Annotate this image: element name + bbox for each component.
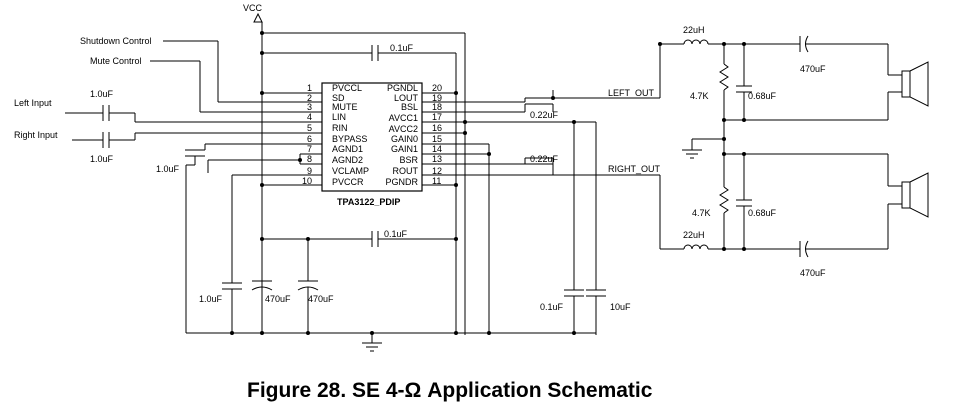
res-right-label: 4.7K [692, 208, 711, 218]
bsl-capacitor: 0.22uF [524, 90, 660, 120]
cap-mid-label: 0.1uF [384, 229, 408, 239]
pin-num-18: 18 [432, 102, 442, 112]
pin-num-13: 13 [432, 154, 442, 164]
left-input-label: Left Input [14, 98, 52, 108]
pin-num-20: 20 [432, 83, 442, 93]
cap-snub-right-label: 0.68uF [748, 208, 777, 218]
speaker-left-icon [901, 61, 929, 107]
left-out-label: LEFT_OUT [608, 88, 655, 98]
agnd-wires [207, 154, 302, 283]
cap-avcc-bulk-label: 10uF [610, 302, 631, 312]
figure-caption: Figure 28. SE 4-Ω Application Schematic [247, 379, 653, 402]
cap-bsl-label: 0.22uF [530, 110, 559, 120]
shutdown-label: Shutdown Control [80, 36, 152, 46]
pin-name-2: SD [332, 93, 345, 103]
output-left: 22uH 470uF 4.7K 0.68uF [658, 25, 929, 122]
pin-num-10: 10 [302, 176, 312, 186]
pin-name-3: MUTE [332, 102, 358, 112]
pin-name-9: VCLAMP [332, 166, 369, 176]
capacitor-mid: 0.1uF [260, 229, 458, 247]
pin-name-1: PVCCL [332, 83, 362, 93]
pin-num-5: 5 [307, 123, 312, 133]
cap-vclamp-label: 1.0uF [199, 294, 223, 304]
pin-num-11: 11 [432, 176, 441, 186]
output-right: 4.7K 0.68uF 22uH 470uF [659, 152, 929, 278]
right-input-label: Right Input [14, 130, 58, 140]
inductor-left-icon [683, 39, 709, 45]
pin-name-10: PVCCR [332, 177, 364, 187]
resistor-left-icon [719, 63, 729, 91]
pin-num-14: 14 [432, 144, 442, 154]
control-lines: Shutdown Control Mute Control [80, 36, 300, 113]
res-left-label: 4.7K [690, 91, 709, 101]
pin-name-13: BSR [399, 155, 418, 165]
cap-out-left-label: 470uF [800, 64, 826, 74]
cap-top-label: 0.1uF [390, 43, 414, 53]
cap-bsr-label: 0.22uF [530, 154, 559, 164]
pin-num-3: 3 [307, 102, 312, 112]
pin-num-12: 12 [432, 166, 442, 176]
cap-out-right-label: 470uF [800, 268, 826, 278]
resistor-right-icon [719, 186, 729, 214]
pin-num-7: 7 [307, 144, 312, 154]
pin-name-16: AVCC2 [389, 124, 418, 134]
speaker-right-icon [901, 172, 929, 218]
bottom-capacitors: 1.0uF 470uF 470uF 0.1uF 10uF [199, 239, 631, 335]
right-pin-wires [422, 91, 597, 333]
pin-num-6: 6 [307, 134, 312, 144]
pin-name-6: BYPASS [332, 134, 367, 144]
bypass-capacitor: 1.0uF [156, 143, 300, 333]
pin-name-20: PGNDL [387, 83, 418, 93]
right-out-label: RIGHT_OUT [608, 164, 661, 174]
pin-num-2: 2 [307, 93, 312, 103]
pin-name-19: LOUT [394, 93, 419, 103]
pin-name-17: AVCC1 [389, 113, 418, 123]
capacitor-top: 0.1uF [371, 43, 414, 61]
cap-bulk2-label: 470uF [308, 294, 334, 304]
cap-bulk1-label: 470uF [265, 294, 291, 304]
ind-right-label: 22uH [683, 230, 705, 240]
audio-inputs: Left Input 1.0uF Right Input 1.0uF [14, 89, 300, 164]
mute-label: Mute Control [90, 56, 142, 66]
cap-avcc-label: 0.1uF [540, 302, 564, 312]
inductor-right-icon [683, 244, 709, 250]
amplifier-chip: TPA3122_PDIP 1 PVCCL 2 SD 3 MUTE 4 LIN 5… [302, 82, 442, 207]
pin-name-14: GAIN1 [391, 144, 418, 154]
pin-name-7: AGND1 [332, 144, 363, 154]
cap-snub-left-label: 0.68uF [748, 91, 777, 101]
pin-num-1: 1 [307, 83, 312, 93]
pin-name-18: BSL [401, 102, 418, 112]
pin-name-8: AGND2 [332, 155, 363, 165]
vcc-arrow-icon [253, 12, 263, 23]
chip-name: TPA3122_PDIP [337, 197, 400, 207]
pin-num-4: 4 [307, 112, 312, 122]
pin-name-11: PGNDR [385, 177, 418, 187]
output-common-ground [682, 120, 726, 159]
pin-num-8: 8 [307, 154, 312, 164]
pin-name-4: LIN [332, 112, 346, 122]
pin-num-9: 9 [307, 166, 312, 176]
pin-num-15: 15 [432, 134, 442, 144]
ind-left-label: 22uH [683, 25, 705, 35]
pin-name-15: GAIN0 [391, 134, 418, 144]
pin-num-16: 16 [432, 123, 442, 133]
pin-name-12: ROUT [393, 166, 419, 176]
pin-num-17: 17 [432, 112, 442, 122]
pin-name-5: RIN [332, 123, 348, 133]
cap-lin-label: 1.0uF [90, 89, 114, 99]
left-pin-wires [260, 91, 322, 187]
pin-num-19: 19 [432, 93, 442, 103]
ground-bus [186, 331, 596, 352]
bsr-capacitor: 0.22uF [524, 154, 660, 176]
vcc-label: VCC [243, 3, 263, 13]
cap-rin-label: 1.0uF [90, 154, 114, 164]
output-ground-icon [682, 149, 702, 159]
cap-bypass-label: 1.0uF [156, 164, 180, 174]
ground-icon [362, 342, 382, 352]
